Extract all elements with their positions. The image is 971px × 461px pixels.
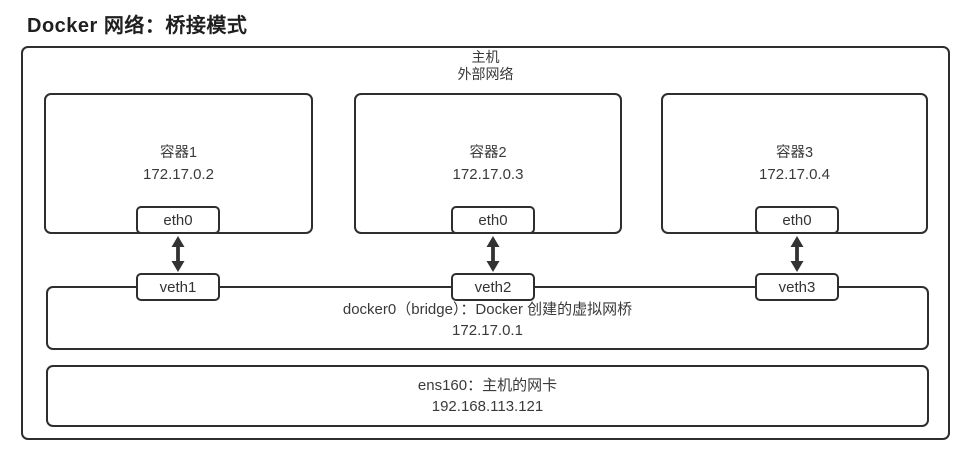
host-label-line2: 外部网络 <box>457 66 514 82</box>
container-2-ip: 172.17.0.3 <box>452 165 524 183</box>
ens160-nic-box: ens160：主机的网卡 192.168.113.121 <box>46 365 929 427</box>
container-3-eth0-box: eth0 <box>755 206 839 234</box>
diagram-title: Docker 网络：桥接模式 <box>27 15 248 37</box>
bridge-ip: 172.17.0.1 <box>452 322 523 339</box>
host-label-line1: 主机 <box>471 49 500 65</box>
bidirectional-arrow-icon <box>170 236 186 272</box>
host-label: 主机 外部网络 <box>21 49 950 83</box>
bidirectional-arrow-icon <box>485 236 501 272</box>
nic-label: ens160：主机的网卡 <box>417 377 558 394</box>
veth3-box: veth3 <box>755 273 839 301</box>
container-2-eth0-box: eth0 <box>451 206 535 234</box>
container-1-ip: 172.17.0.2 <box>143 165 214 183</box>
container-1-name: 容器1 <box>159 144 198 161</box>
veth2-box: veth2 <box>451 273 535 301</box>
container-3-name: 容器3 <box>775 144 814 161</box>
container-3-ip: 172.17.0.4 <box>759 165 830 183</box>
container-2-name: 容器2 <box>469 144 507 161</box>
container-1-eth0-box: eth0 <box>136 206 220 234</box>
nic-ip: 192.168.113.121 <box>431 398 544 415</box>
bridge-label: docker0（bridge）：Docker 创建的虚拟网桥 <box>342 301 633 318</box>
veth1-box: veth1 <box>136 273 220 301</box>
bidirectional-arrow-icon <box>789 236 805 272</box>
